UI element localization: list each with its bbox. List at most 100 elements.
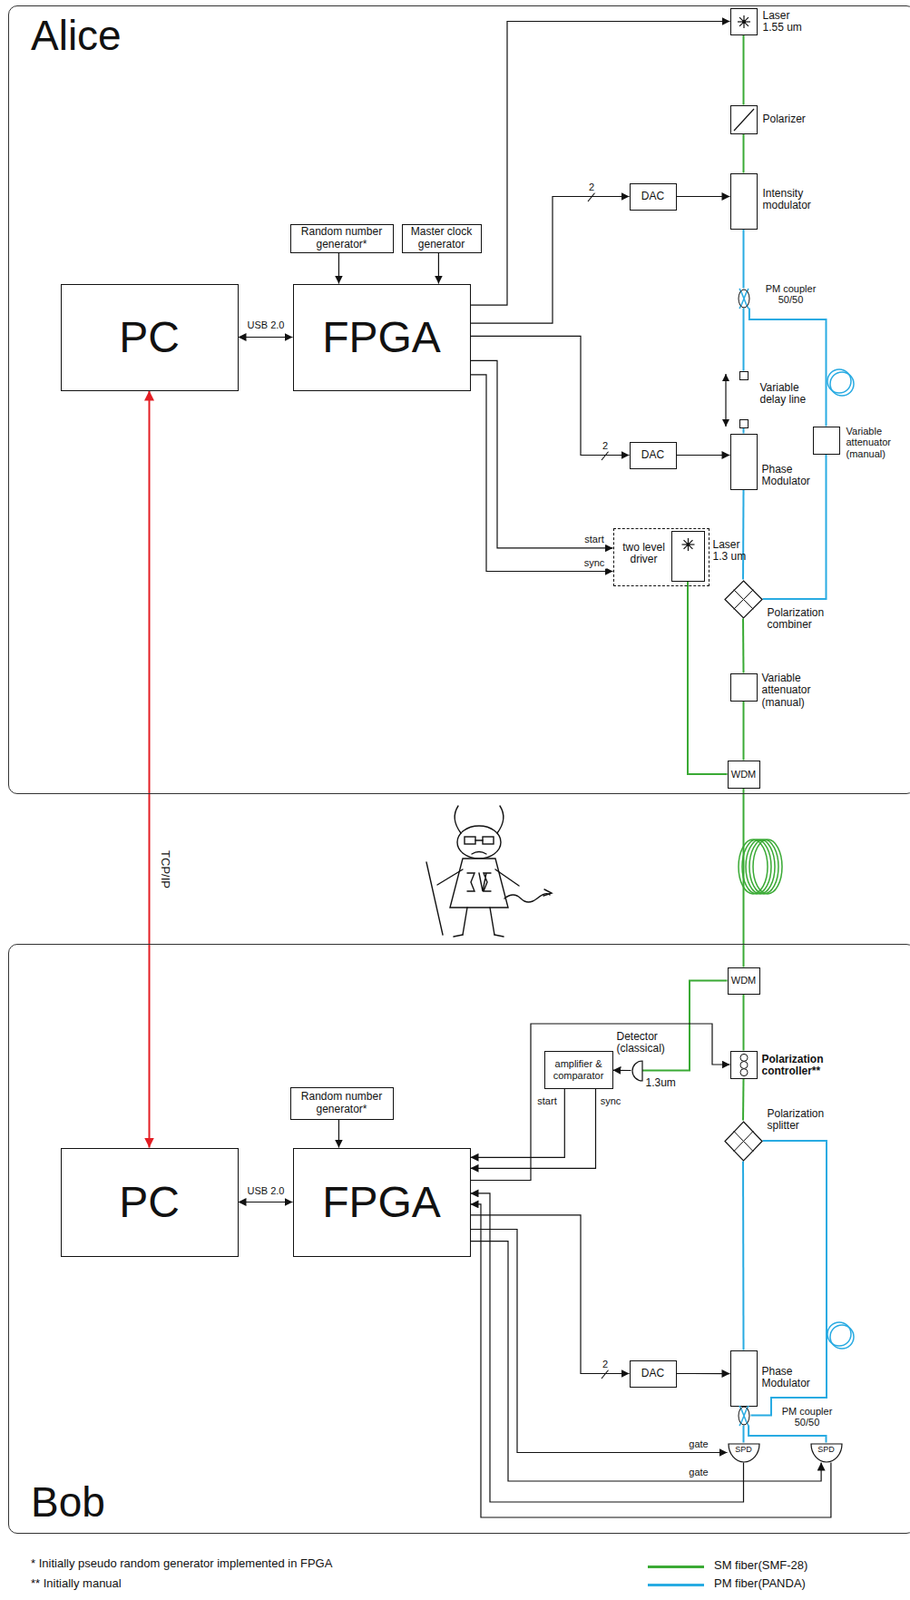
box-text: PC: [118, 312, 180, 363]
signal-wire: [470, 1088, 597, 1169]
signal-wire: [238, 1201, 294, 1203]
component-box: DAC: [629, 1360, 677, 1388]
component-label: Bob: [30, 1477, 213, 1527]
component-box: PC: [60, 1147, 239, 1257]
fiber-link: [742, 618, 745, 674]
component-label: Phase Modulator: [762, 1365, 815, 1391]
fiber-link: [743, 308, 745, 372]
fiber-link: [743, 1425, 745, 1443]
shape-outline: [731, 1051, 757, 1078]
box-text: FPGA: [322, 312, 441, 363]
fiber-link: [749, 308, 827, 427]
shape-outline: [736, 371, 752, 429]
component-label: Detector (classical): [616, 1030, 681, 1057]
shape-outline: [736, 1405, 752, 1426]
footnote: ** Initially manual: [30, 1576, 122, 1591]
signal-wire: [470, 1023, 731, 1181]
box-text: SPD: [734, 1444, 753, 1454]
legend-swatch: [647, 1565, 705, 1568]
signal-wire: [470, 360, 614, 548]
signal-wire: [470, 1241, 822, 1481]
signal-wire: [470, 1214, 630, 1374]
signal-wire: [470, 21, 731, 306]
shape-outline: [724, 1120, 764, 1162]
signal-wire: [470, 1203, 832, 1517]
box-text: DAC: [641, 449, 665, 462]
edge-label: gate: [686, 1466, 710, 1478]
single-photon-detector: SPD: [810, 1442, 843, 1463]
beam-splitter: Polarization combiner: [724, 579, 764, 619]
component-label: Alice: [30, 11, 213, 60]
fiber-link: [742, 489, 745, 580]
component-label: Laser 1.3 um: [713, 538, 750, 565]
component-label: Laser 1.55 um: [763, 9, 807, 36]
edge-label: start: [535, 1095, 558, 1107]
component-label: PM coupler 50/50: [763, 283, 819, 306]
edge-label: TCP/IP: [158, 848, 173, 891]
component-box: Random number generator*: [290, 224, 394, 254]
legend-swatch: [647, 1583, 705, 1586]
component-label: Polarization combiner: [767, 606, 841, 633]
shape-outline: [672, 531, 705, 581]
fiber-spool: [738, 839, 783, 894]
edge-label: start: [582, 533, 606, 546]
polarizer-box: Polarizer: [730, 105, 758, 135]
shape-outline: [736, 288, 752, 309]
component-label: Phase Modulator: [762, 463, 815, 490]
component-box: WDM: [727, 760, 761, 789]
shape-outline: [731, 9, 757, 35]
signal-wire: [470, 1088, 566, 1158]
single-photon-detector: SPD: [727, 1442, 761, 1463]
edge-label: sync: [598, 1095, 624, 1107]
component-box: DAC: [629, 441, 677, 470]
component-box: Variable attenuator (manual): [812, 426, 841, 455]
signal-wire: [470, 335, 630, 455]
region-panel: BobWDMDetector (classical)1.3umamplifier…: [8, 943, 910, 1534]
delay-line: Variable delay line: [736, 371, 752, 429]
edge-label: sync: [582, 557, 607, 569]
fiber-link: [687, 581, 728, 775]
laser-source: Laser 1.3 um: [671, 530, 705, 582]
signal-wire: [470, 1193, 744, 1502]
edge-label: 2: [600, 1358, 610, 1370]
shape-outline: [731, 106, 757, 134]
driver-box: two level driverLaser 1.3 um: [613, 528, 710, 587]
box-text: amplifier & comparator: [545, 1057, 613, 1081]
component-label: Variable attenuator (manual): [846, 425, 903, 460]
component-label: Variable attenuator (manual): [762, 672, 826, 710]
polarization-controller: Polarization controller**: [730, 1050, 758, 1079]
component-label: Variable delay line: [760, 381, 815, 408]
edge-label: 2: [600, 440, 610, 452]
laser-source: Laser 1.55 um: [730, 8, 758, 36]
component-label: PM coupler 50/50: [780, 1405, 835, 1429]
component-label: Polarization controller**: [762, 1053, 853, 1079]
component-box: Intensity modulator: [730, 173, 758, 230]
network-link: [148, 391, 151, 1148]
edge-label: gate: [686, 1438, 710, 1450]
signal-wire: [676, 454, 731, 456]
box-text: Master clock generator: [402, 225, 481, 252]
component-box: PC: [60, 283, 239, 392]
fiber-link: [743, 229, 745, 289]
fiber-coupler: PM coupler 50/50: [736, 1405, 752, 1426]
bus-slash: [587, 192, 609, 1379]
box-text: Random number generator*: [291, 1090, 393, 1116]
footnote: * Initially pseudo random generator impl…: [30, 1556, 333, 1571]
fiber-link: [748, 1425, 826, 1443]
fiber-link: [743, 701, 745, 761]
signal-wire: [676, 195, 731, 197]
component-box: Random number generator*: [290, 1086, 394, 1120]
eve-figure: [426, 805, 552, 937]
component-box: Variable attenuator (manual): [730, 673, 758, 702]
signal-wire: [338, 253, 342, 284]
box-text: WDM: [731, 768, 757, 781]
component-label: two level driver: [617, 541, 671, 568]
fiber-coupler: PM coupler 50/50: [736, 288, 752, 309]
box-text: Random number generator*: [291, 225, 393, 252]
signal-wire: [676, 1372, 731, 1374]
box-text: SPD: [817, 1444, 835, 1454]
beam-splitter: Polarization splitter: [724, 1120, 764, 1162]
component-label: Polarization splitter: [767, 1107, 841, 1134]
signal-wire: [470, 374, 614, 572]
component-box: Phase Modulator: [730, 433, 758, 490]
